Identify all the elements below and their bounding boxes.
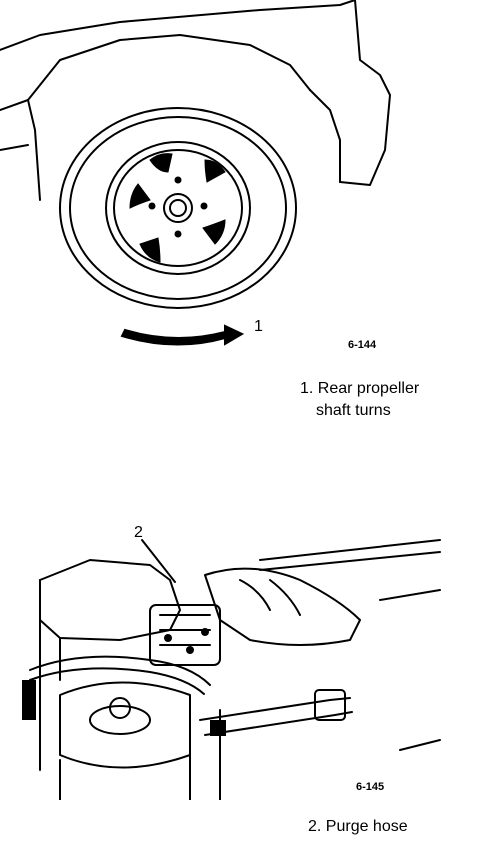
callout-1: 1 [254, 318, 263, 335]
figure-number-6-145: 6-145 [356, 781, 385, 793]
caption-1-line2: shaft turns [316, 402, 391, 419]
callout-2: 2 [134, 524, 143, 541]
engine-illustration [22, 539, 441, 800]
figure-number-6-144: 6-144 [348, 339, 377, 351]
caption-2: 2. Purge hose [308, 818, 408, 835]
caption-1: 1. Rear propeller shaft turns [300, 378, 419, 422]
caption-1-number: 1. [300, 380, 314, 397]
wheel-illustration [0, 0, 391, 346]
caption-1-line1: Rear propeller [317, 380, 420, 397]
